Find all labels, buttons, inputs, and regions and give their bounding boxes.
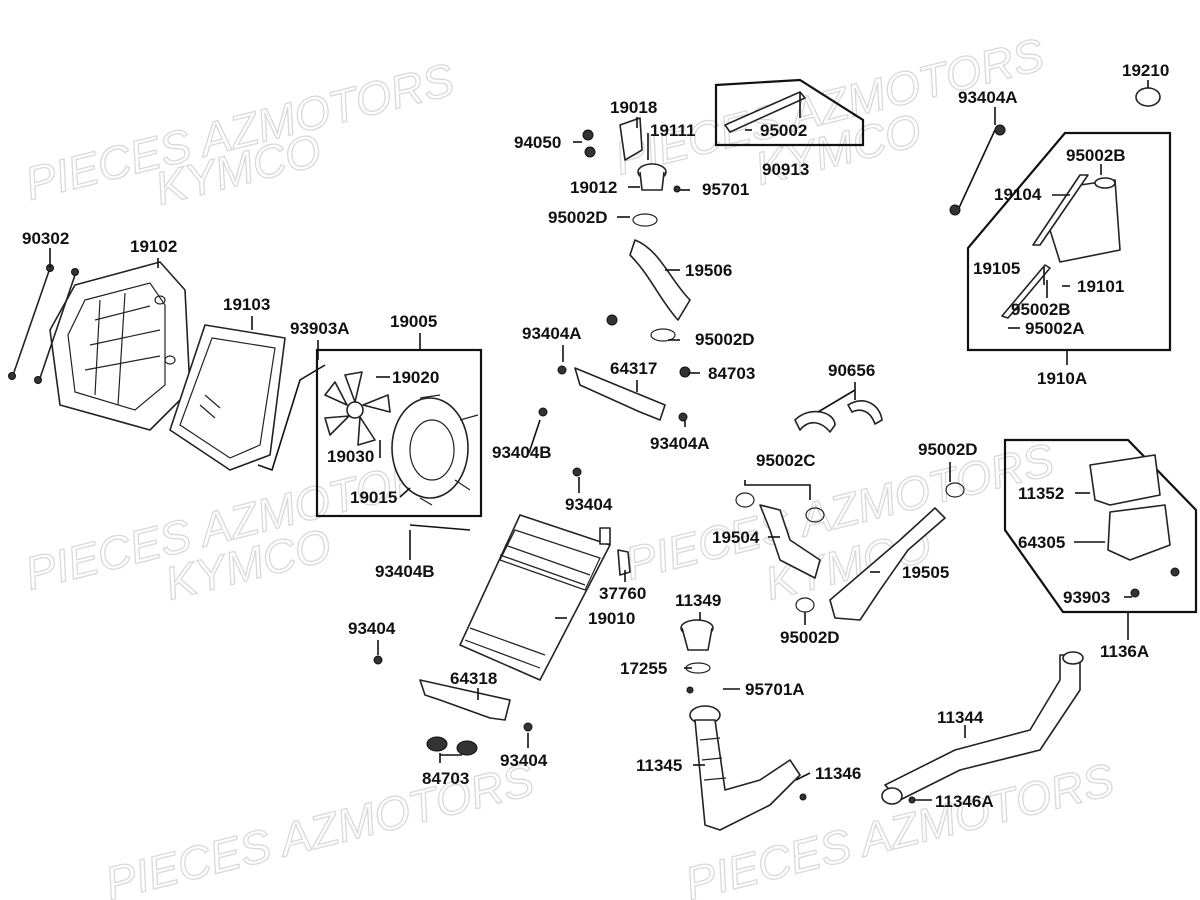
label-93404A: 93404A [958,88,1018,107]
label-11345: 11345 [636,756,682,775]
wire-part [257,364,326,472]
bracket-part [574,367,666,421]
bolt-part [409,524,471,531]
label-19505: 19505 [902,563,949,582]
switch-part [617,549,631,576]
label-19005: 19005 [390,312,437,331]
bolt-part [949,204,961,216]
label-19030: 19030 [327,447,374,466]
label-19015: 19015 [350,488,397,507]
hose-part [629,239,691,321]
fan-part [324,371,391,446]
cover-part [1089,454,1161,506]
label-11344: 11344 [937,708,984,727]
duct-part [881,651,1084,805]
label-11349: 11349 [675,591,721,610]
reservoir-group-box [966,131,1172,352]
label-95002: 95002 [760,121,807,140]
label-93404A: 93404A [650,434,710,453]
label-11346: 11346 [815,764,861,783]
label-19102: 19102 [130,237,177,256]
label-19101: 19101 [1077,277,1124,296]
label-95701A: 95701A [745,680,805,699]
label-84703: 84703 [422,769,469,788]
label-84703: 84703 [708,364,755,383]
label-19506: 19506 [685,261,732,280]
label-17255: 17255 [620,659,667,678]
label-93404: 93404 [565,495,613,514]
label-95002D: 95002D [695,330,755,349]
label-19010: 19010 [588,609,635,628]
label-64317: 64317 [610,359,657,378]
label-93404B: 93404B [375,562,435,581]
air-box-group-box [1003,438,1198,614]
screw-part [1170,567,1180,577]
damper-part [426,736,478,756]
filter-part [680,619,714,674]
pipe-part [957,129,996,211]
box-part [1107,504,1171,561]
label-93404: 93404 [348,619,396,638]
label-11352: 11352 [1018,484,1064,503]
clamp-part [632,213,965,613]
hose-part [829,507,946,621]
label-19012: 19012 [570,178,617,197]
bolt-part [373,185,916,804]
label-95002B: 95002B [1011,300,1071,319]
label-90913: 90913 [762,160,809,179]
label-93903A: 93903A [290,319,350,338]
label-19210: 19210 [1122,61,1169,80]
label-95002C: 95002C [756,451,816,470]
screw-part [1130,588,1140,598]
label-11346A: 11346A [935,792,994,811]
label-94050: 94050 [514,133,561,152]
grille-part [169,324,286,471]
radiator-part [459,514,611,681]
thermostat-part [582,117,667,191]
fan-group-box [315,348,483,518]
label-93404: 93404 [500,751,548,770]
watermark-azmotors: PIECES AZMOTORS [100,753,539,900]
part-labels: 90302 19102 19103 93903A 19005 19020 190… [22,61,1169,811]
label-95002D: 95002D [918,440,978,459]
label-1136A: 1136A [1100,642,1149,661]
label-19504: 19504 [712,528,760,547]
label-95701: 95701 [702,180,749,199]
label-95002D: 95002D [548,208,608,227]
cap-part [1135,87,1161,107]
reservoir-part [1001,174,1121,319]
hose-part [759,504,821,579]
label-1910A: 1910A [1037,369,1087,388]
bracket-part [419,679,511,721]
intake-part [689,705,801,831]
label-64318: 64318 [450,669,497,688]
label-19105: 19105 [973,259,1020,278]
label-19104: 19104 [994,185,1042,204]
label-19020: 19020 [392,368,439,387]
label-93404A: 93404A [522,324,582,343]
label-93903: 93903 [1063,588,1110,607]
label-95002D: 95002D [780,628,840,647]
label-19103: 19103 [223,295,270,314]
label-90656: 90656 [828,361,875,380]
label-64305: 64305 [1018,533,1065,552]
hose-group-box [714,78,865,147]
label-19018: 19018 [610,98,657,117]
label-37760: 37760 [599,584,646,603]
label-95002B: 95002B [1066,146,1126,165]
bolt-part [994,124,1006,136]
label-95002A: 95002A [1025,319,1085,338]
watermark-azmotors: PIECES AZMOTORS [680,753,1119,900]
hose-part [724,91,806,133]
clip-part [794,400,883,433]
label-19111: 19111 [650,121,695,140]
label-90302: 90302 [22,229,69,248]
fan-shroud-part [391,394,479,506]
label-93404B: 93404B [492,443,552,462]
leader-lines [49,80,1149,801]
